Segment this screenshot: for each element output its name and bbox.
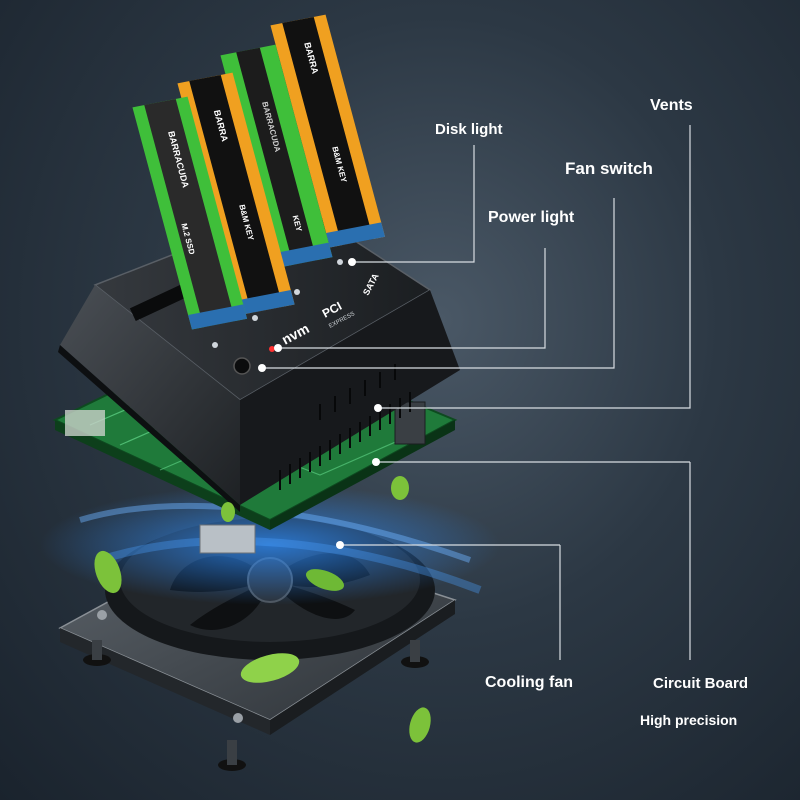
disk-light-callout-label: Disk light <box>435 121 503 138</box>
callout-lines <box>262 125 691 660</box>
fan-switch-callout-label: Fan switch <box>565 159 653 178</box>
fan-switch-button[interactable] <box>233 357 251 375</box>
circuit-board-callout-label: Circuit Board <box>653 675 749 692</box>
ssd-back-right: BARRA B&M KEY <box>270 14 386 248</box>
ssd-back-left: BARRACUDA KEY <box>220 44 333 268</box>
ssd-front-left: BARRACUDA M.2 SSD <box>132 96 248 330</box>
callout-dots <box>258 258 382 549</box>
svg-text:KEY: KEY <box>290 215 303 233</box>
vents-callout-label: Vents <box>650 97 693 114</box>
high-precision-caption: High precision <box>640 712 738 728</box>
vents-grille <box>279 364 411 490</box>
ssd-front-right: BARRA B&M KEY <box>177 72 295 316</box>
decorative-leaves <box>94 476 431 743</box>
disk-light-led <box>337 259 343 265</box>
power-light-callout-label: Power light <box>488 209 575 226</box>
power-light-led <box>269 346 275 352</box>
cooling-fan-callout-label: Cooling fan <box>485 674 573 691</box>
